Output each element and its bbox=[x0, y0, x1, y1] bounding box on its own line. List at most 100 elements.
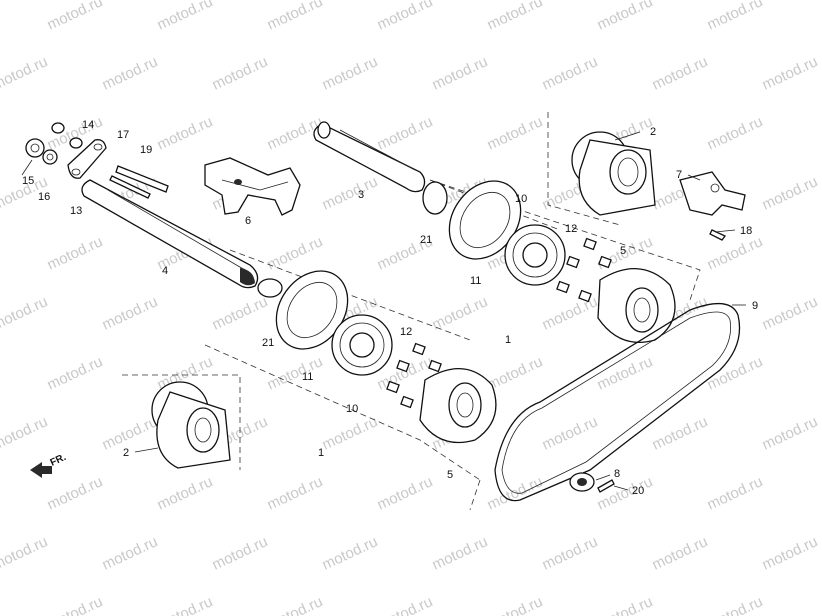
watermark-text: motod.ru bbox=[210, 293, 271, 333]
blocks-part-12-upper bbox=[556, 237, 612, 303]
watermark-text: motod.ru bbox=[595, 0, 656, 34]
watermark-text: motod.ru bbox=[100, 293, 161, 333]
watermark-text: motod.ru bbox=[430, 533, 491, 573]
roller-part-8 bbox=[569, 472, 615, 493]
watermark-text: motod.ru bbox=[705, 0, 766, 34]
watermark-text: motod.ru bbox=[540, 53, 601, 93]
callout-16: 16 bbox=[38, 191, 50, 203]
watermark-text: motod.ru bbox=[0, 53, 50, 93]
watermark-text: motod.ru bbox=[320, 53, 381, 93]
watermark-text: motod.ru bbox=[155, 0, 216, 34]
callout-11-upper: 11 bbox=[470, 275, 481, 287]
watermark-text: motod.ru bbox=[540, 293, 601, 333]
sprocket-part-10-upper bbox=[504, 224, 566, 286]
callout-2-lower: 2 bbox=[123, 447, 129, 459]
watermark-text: motod.ru bbox=[540, 533, 601, 573]
callout-7: 7 bbox=[676, 169, 682, 181]
watermark-text: motod.ru bbox=[705, 593, 766, 616]
watermark-text: motod.ru bbox=[375, 593, 436, 616]
callout-12-lower: 12 bbox=[400, 326, 412, 338]
blocks-part-12-lower bbox=[386, 342, 442, 409]
watermark-text: motod.ru bbox=[760, 413, 821, 453]
watermark-text: motod.ru bbox=[595, 593, 656, 616]
watermark-text: motod.ru bbox=[45, 593, 106, 616]
callout-9: 9 bbox=[752, 300, 758, 312]
callout-2-upper: 2 bbox=[650, 126, 656, 138]
watermark-text: motod.ru bbox=[485, 353, 546, 393]
callout-15: 15 bbox=[22, 175, 34, 187]
callout-13: 13 bbox=[70, 205, 82, 217]
gear-part-2-lower bbox=[151, 381, 231, 469]
callout-1-upper: 1 bbox=[505, 334, 511, 346]
watermark-text: motod.ru bbox=[100, 53, 161, 93]
callout-8: 8 bbox=[614, 468, 620, 480]
watermark-text: motod.ru bbox=[45, 233, 106, 273]
callout-5-upper: 5 bbox=[620, 245, 626, 257]
tensioner-part-7 bbox=[679, 171, 746, 241]
shaft-part-4 bbox=[81, 179, 283, 298]
watermark-text: motod.ru bbox=[100, 413, 161, 453]
watermark-text: motod.ru bbox=[0, 293, 50, 333]
watermark-text: motod.ru bbox=[265, 233, 326, 273]
watermark-text: motod.ru bbox=[650, 53, 711, 93]
watermark-text: motod.ru bbox=[100, 533, 161, 573]
camshaft-small-parts bbox=[25, 122, 169, 199]
callout-17: 17 bbox=[117, 129, 129, 141]
callout-4: 4 bbox=[162, 265, 168, 277]
callout-5-lower: 5 bbox=[447, 469, 453, 481]
callout-12-upper: 12 bbox=[565, 223, 577, 235]
watermark-text: motod.ru bbox=[155, 473, 216, 513]
watermark-text: motod.ru bbox=[375, 113, 436, 153]
watermark-text: motod.ru bbox=[650, 533, 711, 573]
hub-part-5-upper bbox=[597, 268, 676, 344]
watermark-text: motod.ru bbox=[320, 533, 381, 573]
gear-part-2-upper bbox=[571, 131, 656, 216]
front-direction-label: FR. bbox=[49, 452, 68, 469]
watermark-text: motod.ru bbox=[650, 413, 711, 453]
watermark-text: motod.ru bbox=[760, 53, 821, 93]
shaft-part-3 bbox=[313, 121, 448, 215]
watermark-text: motod.ru bbox=[265, 593, 326, 616]
watermark-text: motod.ru bbox=[760, 173, 821, 213]
watermark-text: motod.ru bbox=[705, 473, 766, 513]
callout-11-lower: 11 bbox=[302, 371, 313, 383]
callout-18: 18 bbox=[740, 225, 752, 237]
callout-19: 19 bbox=[140, 144, 152, 156]
callout-20: 20 bbox=[632, 485, 644, 497]
watermark-text: motod.ru bbox=[485, 0, 546, 34]
callout-21-upper: 21 bbox=[420, 234, 432, 246]
watermark-text: motod.ru bbox=[375, 473, 436, 513]
leader-lines bbox=[21, 131, 746, 491]
hub-part-5-lower bbox=[419, 367, 497, 444]
callout-10-lower: 10 bbox=[346, 403, 358, 415]
watermark-text: motod.ru bbox=[705, 233, 766, 273]
watermark-text: motod.ru bbox=[430, 293, 491, 333]
watermark-text: motod.ru bbox=[540, 413, 601, 453]
bracket-part-6 bbox=[204, 157, 301, 216]
sprocket-part-10-lower bbox=[331, 314, 393, 376]
callout-14: 14 bbox=[82, 119, 94, 131]
callout-21-lower: 21 bbox=[262, 337, 274, 349]
watermark-text: motod.ru bbox=[485, 593, 546, 616]
watermark-text: motod.ru bbox=[595, 473, 656, 513]
watermark-text: motod.ru bbox=[705, 113, 766, 153]
watermark-text: motod.ru bbox=[45, 473, 106, 513]
watermark-text: motod.ru bbox=[45, 0, 106, 34]
callout-1-lower: 1 bbox=[318, 447, 324, 459]
watermark-text: motod.ru bbox=[45, 353, 106, 393]
watermark-text: motod.ru bbox=[595, 353, 656, 393]
watermark-text: motod.ru bbox=[265, 353, 326, 393]
watermark-text: motod.ru bbox=[760, 293, 821, 333]
watermark-text: motod.ru bbox=[430, 53, 491, 93]
watermark-text: motod.ru bbox=[320, 173, 381, 213]
watermark-text: motod.ru bbox=[265, 473, 326, 513]
watermark-text: motod.ru bbox=[760, 533, 821, 573]
callout-6: 6 bbox=[245, 215, 251, 227]
front-direction-indicator: FR. bbox=[30, 452, 68, 478]
watermark-text: motod.ru bbox=[210, 53, 271, 93]
watermark-text: motod.ru bbox=[375, 0, 436, 34]
chain-part-9 bbox=[494, 303, 741, 502]
watermark-text: motod.ru bbox=[320, 413, 381, 453]
